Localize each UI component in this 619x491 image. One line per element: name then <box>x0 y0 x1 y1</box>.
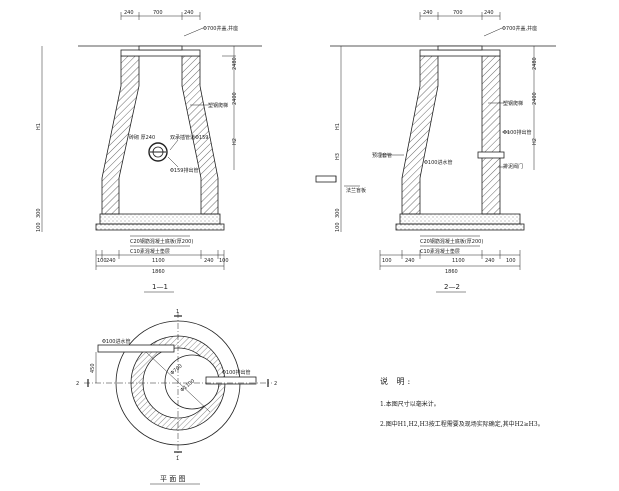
s1-label-wall: 砖砌 厚240 <box>129 134 155 141</box>
s2-label-plug: 排泥阀门 <box>503 163 523 170</box>
plan-title: 平 面 图 <box>160 475 185 483</box>
s1-dim-b-1: 100 <box>97 258 107 264</box>
pipe-section <box>148 142 168 162</box>
s2-label-flange: 法兰盲板 <box>346 187 366 194</box>
s2-dim-l-2: H3 <box>335 153 341 160</box>
s2-dim-r-3: H2 <box>532 138 538 145</box>
s2-label-cover: Φ700井盖,井座 <box>502 25 537 32</box>
s1-dim-b-2: 240 <box>106 258 116 264</box>
s2-dim-b-total: 1860 <box>445 269 458 275</box>
s2-dim-b-3: 1100 <box>452 258 465 264</box>
s2-dim-l-4: 100 <box>335 222 341 232</box>
notes-item-1: 1.本图尺寸以毫米计。 <box>380 401 440 408</box>
notes-block: 说 明: 1.本图尺寸以毫米计。 2.图中H1,H2,H3按工程需要及现场实际确… <box>380 376 616 439</box>
s2-label-vent: 预埋套管 <box>372 152 392 159</box>
section-2-2-text: 240 700 240 Φ700井盖,井座 塑钢爬梯 Φ100排出管 排泥阀门 … <box>335 10 538 275</box>
top-collar <box>120 49 201 57</box>
s2-label-base2: C10素混凝土垫层 <box>420 248 460 255</box>
base-cushion <box>95 223 225 231</box>
section-2-title: 2—2 <box>444 283 460 291</box>
s1-dim-l-3: 100 <box>36 222 42 232</box>
manhole-cover-2 <box>437 45 483 51</box>
section-1-1-text: 240 700 240 Φ700井盖,井座 塑钢爬梯 砖砌 厚240 双承插管道… <box>36 10 238 275</box>
s1-label-base1: C20钢筋混凝土底板(厚200) <box>130 238 193 245</box>
section-2-2 <box>315 12 556 270</box>
notes-item-2: 2.图中H1,H2,H3按工程需要及现场实际确定,其中H2≥H3。 <box>380 421 544 428</box>
plan-mark-top: 1 <box>176 309 179 315</box>
left-wall-2 <box>401 55 439 215</box>
s2-label-inlet: Φ100进水管 <box>424 159 452 166</box>
s2-dim-l-1: H1 <box>335 123 341 130</box>
s2-dim-top-1: 240 <box>423 10 433 16</box>
s1-dim-top-1: 240 <box>124 10 134 16</box>
s1-label-inlet: 双承插管道Φ159 <box>170 134 208 141</box>
s2-dim-b-2: 240 <box>405 258 415 264</box>
s1-dim-b-4: 240 <box>204 258 214 264</box>
s1-dim-b-3: 1100 <box>152 258 165 264</box>
s2-dim-r-2: 2400 <box>532 92 538 105</box>
plan-dim-side: 450 <box>90 363 96 373</box>
plan-mark-left: 2 <box>76 381 79 387</box>
s1-dim-b-5: 100 <box>219 258 229 264</box>
s2-dim-b-4: 240 <box>485 258 495 264</box>
base-slab-2 <box>399 213 521 225</box>
plan-outlet-pipe <box>205 376 257 385</box>
base-cushion-2 <box>395 223 525 231</box>
s2-dim-b-5: 100 <box>506 258 516 264</box>
plan-label-inlet: Φ100进水管 <box>102 338 130 345</box>
manhole-cover <box>138 45 183 51</box>
s1-dim-l-1: H1 <box>36 123 42 130</box>
s1-dim-top-3: 240 <box>184 10 194 16</box>
right-wall-2 <box>481 55 501 215</box>
s2-label-base1: C20钢筋混凝土底板(厚200) <box>420 238 483 245</box>
notes-title: 说 明: <box>380 377 414 386</box>
s2-dim-r-1: 2480 <box>532 57 538 70</box>
s2-label-step: 塑钢爬梯 <box>503 100 523 107</box>
s2-dim-l-3: 300 <box>335 208 341 218</box>
s1-label-base2: C10素混凝土垫层 <box>130 248 170 255</box>
s1-label-cover: Φ700井盖,井座 <box>203 25 238 32</box>
s1-dim-r-1: 2480 <box>232 57 238 70</box>
s1-dim-top-2: 700 <box>153 10 163 16</box>
s1-label-step: 塑钢爬梯 <box>208 102 228 109</box>
outlet-pipe-2 <box>477 151 505 159</box>
s1-label-outlet: Φ159排出管 <box>170 167 198 174</box>
s1-dim-r-3: H2 <box>232 138 238 145</box>
s1-dim-r-2: 2400 <box>232 92 238 105</box>
base-slab <box>99 213 221 225</box>
inlet-pipe-2 <box>315 175 337 183</box>
plan-view <box>84 312 272 456</box>
plan-mark-bottom: 1 <box>176 456 179 462</box>
plan-label-outlet: Φ100排出管 <box>222 369 250 376</box>
s2-dim-top-2: 700 <box>453 10 463 16</box>
section-1-1 <box>41 12 262 270</box>
plan-mark-right: 2 <box>274 381 277 387</box>
s2-dim-b-1: 100 <box>382 258 392 264</box>
top-collar-2 <box>419 49 501 57</box>
s2-dim-top-3: 240 <box>484 10 494 16</box>
s1-dim-b-total: 1860 <box>152 269 165 275</box>
plan-inlet-pipe <box>97 344 175 353</box>
s1-dim-l-2: 300 <box>36 208 42 218</box>
s2-label-outlet: Φ100排出管 <box>503 129 531 136</box>
section-1-title: 1—1 <box>152 283 168 291</box>
